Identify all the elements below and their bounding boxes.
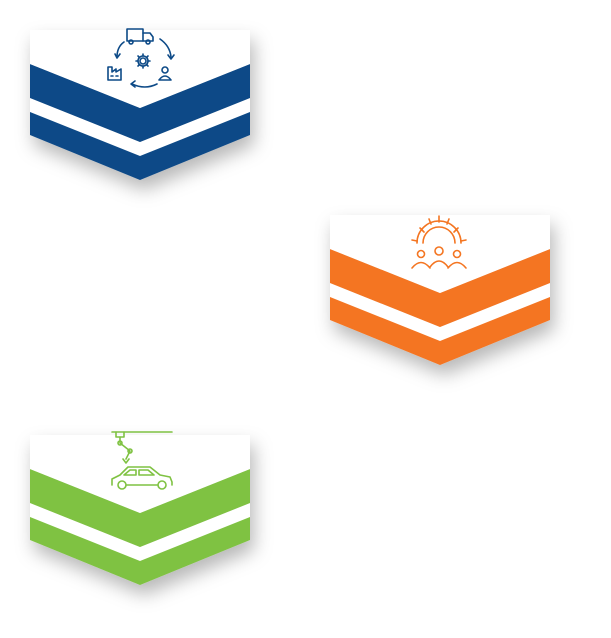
supply-chain-chevron [20, 20, 260, 195]
chevron-band-lower [30, 108, 250, 180]
team-engineering-chevron [320, 205, 560, 380]
robot-arm-car-icon [111, 431, 173, 490]
chevron-band-upper [330, 249, 550, 327]
chevron-band-upper [30, 469, 250, 547]
supply-chain-cycle-icon [107, 28, 175, 88]
chevron-band-lower [30, 513, 250, 585]
automotive-manufacturing-chevron [20, 425, 260, 600]
chevron-band-lower [330, 293, 550, 365]
chevron-band-upper [30, 64, 250, 142]
team-gear-icon [411, 215, 467, 269]
